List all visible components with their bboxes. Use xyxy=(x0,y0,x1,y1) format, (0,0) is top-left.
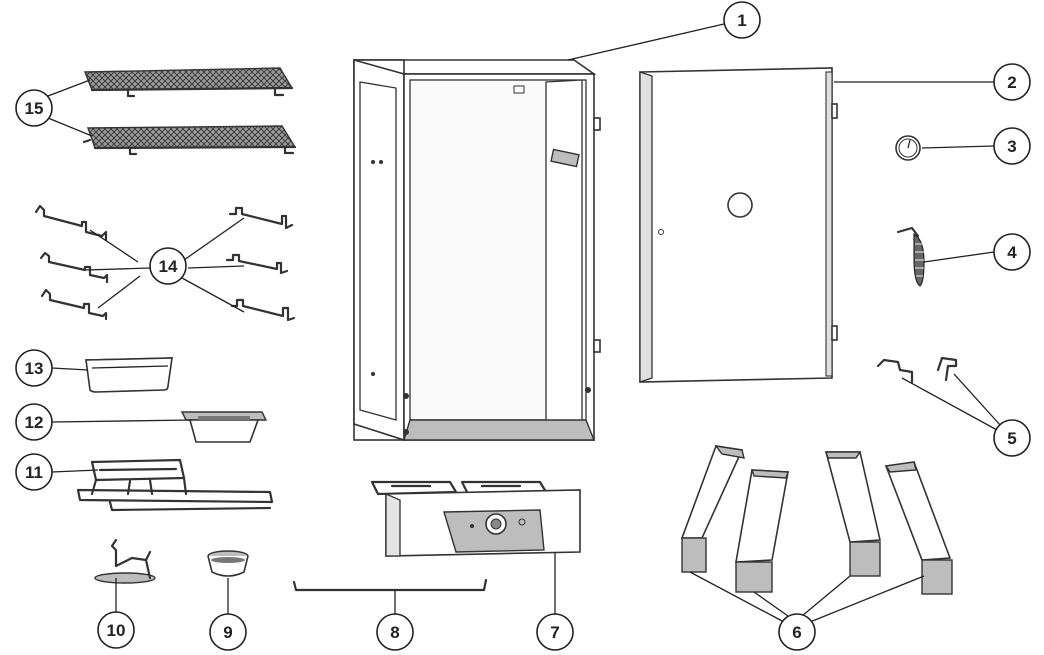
rib-hooks xyxy=(34,204,296,322)
callout-4-label: 4 xyxy=(1007,243,1017,262)
water-pan-holder xyxy=(76,458,274,512)
callout-4: 4 xyxy=(993,233,1031,271)
callout-13: 13 xyxy=(15,349,53,387)
callout-15-label: 15 xyxy=(25,99,44,118)
door-latches xyxy=(876,356,958,384)
callout-5-label: 5 xyxy=(1007,429,1016,448)
callout-8: 8 xyxy=(376,613,414,651)
wood-chip-box xyxy=(180,411,268,443)
callout-2-label: 2 xyxy=(1007,73,1016,92)
callout-9-label: 9 xyxy=(223,623,232,642)
callout-12-label: 12 xyxy=(25,413,44,432)
callout-15: 15 xyxy=(15,89,53,127)
callout-3: 3 xyxy=(993,127,1031,165)
cooking-grate-bottom xyxy=(82,125,297,156)
callout-13-label: 13 xyxy=(25,359,44,378)
callout-2: 2 xyxy=(993,63,1031,101)
callout-10-label: 10 xyxy=(107,621,126,640)
callout-14-label: 14 xyxy=(159,257,178,276)
water-pan xyxy=(84,357,173,393)
callout-12: 12 xyxy=(15,403,53,441)
thermometer xyxy=(895,135,921,161)
callout-8-label: 8 xyxy=(390,623,399,642)
smoker-cabinet xyxy=(353,58,601,442)
callout-7: 7 xyxy=(536,613,574,651)
callout-10: 10 xyxy=(97,611,135,649)
callout-7-label: 7 xyxy=(550,623,559,642)
callout-9: 9 xyxy=(209,613,247,651)
callout-11-label: 11 xyxy=(25,463,43,482)
chip-cup xyxy=(207,550,249,577)
burner-assembly xyxy=(370,480,581,557)
smoker-legs xyxy=(680,445,953,595)
callout-1-label: 1 xyxy=(737,11,746,30)
smoker-door xyxy=(639,67,838,383)
callout-6: 6 xyxy=(778,613,816,651)
callout-5: 5 xyxy=(993,419,1031,457)
leader-lines xyxy=(47,23,1002,623)
cooking-grate-top xyxy=(83,67,294,98)
callout-14: 14 xyxy=(149,247,187,285)
callout-3-label: 3 xyxy=(1007,137,1016,156)
support-rod xyxy=(292,578,488,592)
handle-bracket xyxy=(94,538,156,584)
door-handle xyxy=(896,226,925,287)
callout-11: 11 xyxy=(15,453,53,491)
callout-6-label: 6 xyxy=(792,623,801,642)
callout-1: 1 xyxy=(723,1,761,39)
